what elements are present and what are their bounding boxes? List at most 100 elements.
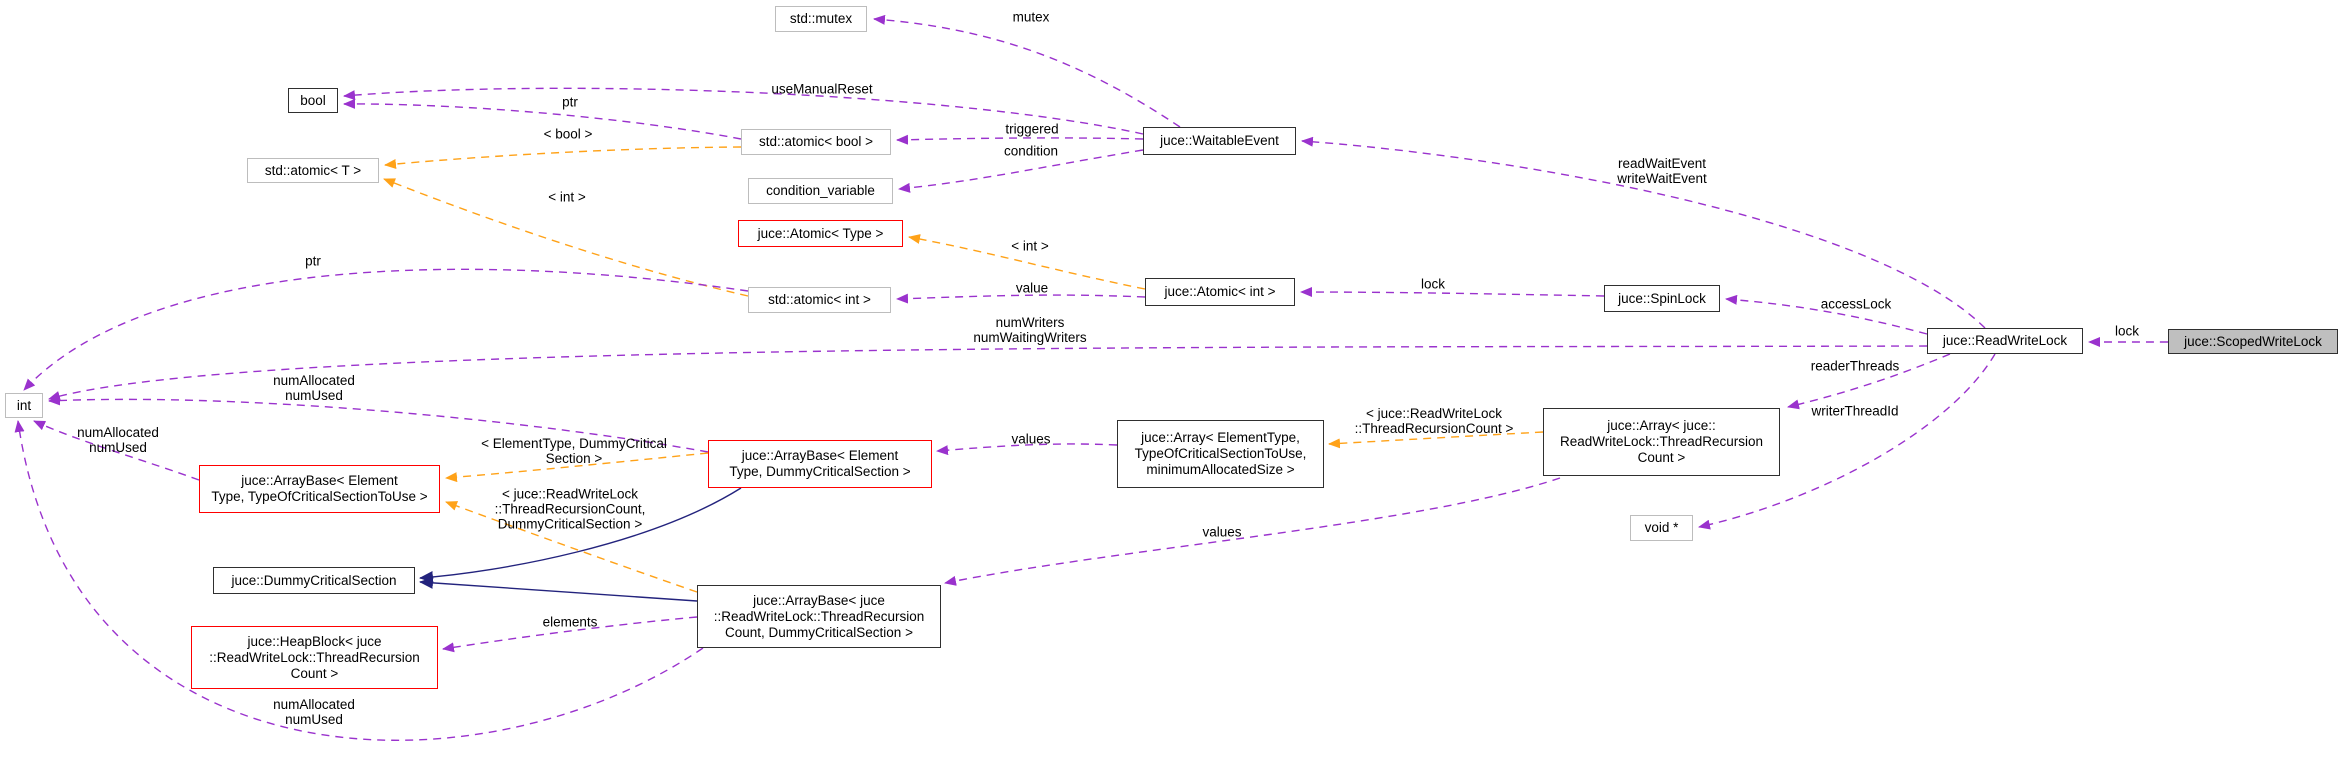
edge-label-tmpl-rwl-count: < juce::ReadWriteLock::ThreadRecursionCo… (1355, 406, 1514, 436)
edge-readwaitevent (1301, 136, 1986, 329)
edge-numallocated-left (33, 420, 200, 481)
class-node-label: std::atomic< int > (768, 292, 871, 307)
class-node-label: Count, DummyCriticalSection > (725, 624, 913, 640)
class-node-label: Count > (290, 665, 339, 681)
class-node-juce-array-generic[interactable]: juce::Array< ElementType,TypeOfCriticalS… (1117, 420, 1324, 488)
class-node-label: ::ReadWriteLock::ThreadRecursion (713, 608, 925, 624)
edge-values-upper (936, 443, 1118, 456)
class-node-label: std::mutex (789, 11, 853, 26)
edge-value (896, 293, 1146, 304)
class-node-juce-spinlock[interactable]: juce::SpinLock (1604, 285, 1720, 312)
class-node-label: juce::DummyCriticalSection (231, 572, 397, 588)
class-node-label: void * (1644, 520, 1679, 535)
edge-label-line: < juce::ReadWriteLock (502, 486, 638, 502)
edge-label-line: numAllocated (273, 373, 355, 388)
class-node-std-mutex: std::mutex (775, 6, 867, 32)
class-node-condition-variable: condition_variable (748, 178, 893, 204)
edge-tmpl-int-right (908, 234, 1146, 290)
edge-label-usemanualreset: useManualReset (771, 82, 872, 97)
edge-label-line: mutex (1012, 9, 1050, 25)
edge-label-line: ::ThreadRecursionCount, (494, 501, 646, 517)
class-node-juce-arraybase-threadrecursion[interactable]: juce::ArrayBase< juce::ReadWriteLock::Th… (697, 585, 941, 648)
edge-label-line: ::ThreadRecursionCount > (1354, 421, 1514, 436)
edge-ptr-int (23, 268, 749, 391)
edge-label-line: < int > (1011, 238, 1049, 254)
edge-label-line: numAllocated (273, 697, 355, 712)
edge-label-ptr-bool: ptr (562, 95, 578, 110)
edge-label-accesslock: accessLock (1821, 297, 1892, 312)
edge-label-line: < ElementType, DummyCritical (481, 436, 667, 451)
class-node-juce-heapblock[interactable]: juce::HeapBlock< juce::ReadWriteLock::Th… (191, 626, 438, 689)
class-node-label: juce::ArrayBase< juce (753, 592, 885, 608)
edge-label-line: ptr (562, 94, 578, 110)
edge-label-writerthreadid: writerThreadId (1811, 404, 1898, 419)
class-node-std-atomic-int: std::atomic< int > (748, 287, 891, 313)
edge-label-line: writeWaitEvent (1617, 171, 1707, 186)
edge-label-line: Section > (545, 451, 603, 466)
edge-writerthreadid (1698, 353, 1996, 530)
edge-tmpl-rwl-count (1328, 431, 1544, 449)
class-node-juce-waitableevent[interactable]: juce::WaitableEvent (1143, 127, 1296, 155)
class-node-label: juce::ArrayBase< Element (241, 473, 398, 488)
edge-label-line: numAllocated (77, 425, 159, 440)
edge-usemanualreset (343, 87, 1144, 135)
edge-tmpl-elementtype-dummy (445, 452, 709, 483)
edge-label-line: < juce::ReadWriteLock (1366, 406, 1502, 421)
class-node-label: std::atomic< bool > (758, 134, 874, 149)
edge-accesslock (1725, 294, 1928, 335)
class-node-label: Type, DummyCriticalSection > (729, 464, 911, 479)
class-node-juce-atomic-type[interactable]: juce::Atomic< Type > (738, 220, 903, 247)
edge-label-line: lock (2114, 323, 2140, 339)
class-node-juce-atomic-int[interactable]: juce::Atomic< int > (1145, 278, 1295, 306)
class-node-label: Count > (1637, 450, 1686, 465)
edge-label-line: numUsed (285, 712, 343, 727)
edge-label-tmpl-int-left: < int > (548, 190, 586, 205)
edge-label-line: accessLock (1820, 296, 1892, 312)
class-node-label: minimumAllocatedSize > (1146, 462, 1295, 477)
class-node-label: juce::Atomic< int > (1164, 284, 1276, 299)
class-node-std-atomic-bool: std::atomic< bool > (741, 129, 891, 155)
class-node-juce-scopedwritelock: juce::ScopedWriteLock (2168, 329, 2338, 354)
class-node-label: juce::ScopedWriteLock (2184, 333, 2322, 349)
edge-mutex (873, 14, 1181, 128)
class-node-juce-dummycriticalsection[interactable]: juce::DummyCriticalSection (213, 567, 415, 594)
edge-tmpl-int-left (383, 178, 749, 297)
class-node-label: juce::WaitableEvent (1160, 133, 1279, 148)
class-node-int: int (5, 393, 43, 418)
class-node-juce-array-threadrecursion[interactable]: juce::Array< juce::ReadWriteLock::Thread… (1543, 408, 1780, 476)
edge-label-lock-spinlock: lock (1421, 277, 1445, 292)
class-node-label: juce::ArrayBase< Element (741, 448, 899, 463)
class-node-label: juce::Atomic< Type > (757, 225, 884, 241)
edge-label-line: lock (1420, 276, 1446, 292)
edge-label-line: triggered (1005, 121, 1059, 137)
class-node-label: int (16, 397, 32, 413)
edge-label-line: value (1015, 280, 1049, 296)
edge-label-triggered: triggered (1005, 122, 1058, 137)
edge-label-tmpl-bool: < bool > (544, 127, 593, 142)
edge-label-values-lower: values (1202, 525, 1241, 540)
edge-label-elements: elements (543, 615, 598, 630)
edge-numallocated-bottom (14, 420, 704, 741)
edge-label-line: elements (542, 614, 598, 630)
edge-readerthreads (1787, 353, 1951, 410)
edge-label-tmpl-rwl-dummy: < juce::ReadWriteLock::ThreadRecursionCo… (495, 487, 646, 532)
class-node-label: juce::HeapBlock< juce (247, 633, 382, 649)
edge-condition (898, 149, 1144, 193)
edge-label-line: values (1202, 524, 1242, 540)
class-node-juce-readwritelock[interactable]: juce::ReadWriteLock (1927, 328, 2083, 354)
edge-label-value: value (1016, 281, 1048, 296)
class-node-label: Type, TypeOfCriticalSectionToUse > (211, 489, 428, 504)
edge-label-condition: condition (1004, 144, 1058, 159)
class-node-bool[interactable]: bool (288, 88, 338, 113)
edge-label-line: useManualReset (771, 81, 873, 97)
edge-label-line: numWriters (995, 315, 1065, 330)
edge-label-line: numUsed (285, 388, 343, 403)
class-node-void-ptr: void * (1630, 515, 1693, 541)
